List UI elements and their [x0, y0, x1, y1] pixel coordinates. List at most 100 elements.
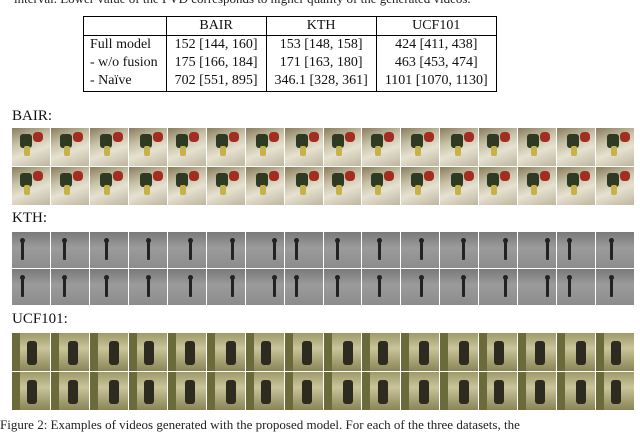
table-header-row: BAIR KTH UCF101 — [83, 16, 497, 36]
video-frame — [284, 232, 323, 268]
video-frame — [518, 232, 557, 268]
video-frame — [479, 372, 518, 410]
cell-bair: 702 [551, 895] — [166, 72, 267, 92]
caption-top: interval. Lower value of the FVD corresp… — [14, 0, 634, 9]
video-frame — [518, 333, 557, 371]
video-frame — [245, 372, 284, 410]
video-frame — [167, 167, 206, 205]
cell-bair: 152 [144, 160] — [166, 35, 267, 54]
video-frame — [401, 333, 440, 371]
table-header-kth: KTH — [266, 16, 377, 36]
video-frame — [323, 333, 362, 371]
video-frame — [128, 372, 167, 410]
video-frame — [479, 333, 518, 371]
video-frame — [284, 167, 323, 205]
video-frame — [596, 232, 634, 268]
video-frame — [557, 128, 596, 166]
video-frame — [401, 232, 440, 268]
video-frame — [596, 269, 634, 305]
video-frame — [596, 372, 634, 410]
video-frame — [284, 333, 323, 371]
figure-caption: Figure 2: Examples of videos generated w… — [0, 417, 520, 432]
video-frame — [362, 372, 401, 410]
video-frame — [596, 128, 634, 166]
video-frame — [245, 232, 284, 268]
video-frame — [128, 232, 167, 268]
video-frame — [50, 128, 89, 166]
video-frame — [50, 269, 89, 305]
video-frame — [128, 269, 167, 305]
table-row: - w/o fusion 175 [166, 184] 171 [163, 18… — [83, 54, 497, 72]
video-frame — [128, 167, 167, 205]
video-frame — [362, 269, 401, 305]
video-frame — [323, 232, 362, 268]
table-row: - Naïve 702 [551, 895] 346.1 [328, 361] … — [83, 72, 497, 92]
video-frame — [518, 269, 557, 305]
video-frame — [167, 372, 206, 410]
bair-frames-strip — [12, 128, 634, 205]
video-frame — [12, 333, 50, 371]
video-frame — [362, 333, 401, 371]
video-frame — [89, 232, 128, 268]
video-frame — [362, 232, 401, 268]
video-frame — [557, 269, 596, 305]
video-frame — [323, 372, 362, 410]
table-header-ucf101: UCF101 — [376, 16, 497, 36]
ucf101-frames-strip — [12, 333, 634, 410]
video-frame — [401, 372, 440, 410]
video-frame — [323, 269, 362, 305]
table-header-bair: BAIR — [166, 16, 267, 36]
video-frame — [167, 232, 206, 268]
video-frame — [167, 128, 206, 166]
video-frame — [557, 232, 596, 268]
cell-kth: 171 [163, 180] — [266, 54, 377, 72]
cell-bair: 175 [166, 184] — [166, 54, 267, 72]
video-frame — [12, 128, 50, 166]
video-frame — [206, 269, 245, 305]
video-frame — [12, 167, 50, 205]
cell-ucf101: 1101 [1070, 1130] — [384, 73, 488, 88]
section-label-kth: KTH: — [12, 210, 47, 226]
video-frame — [206, 128, 245, 166]
video-frame — [12, 232, 50, 268]
kth-frames-strip — [12, 232, 634, 305]
video-frame — [284, 269, 323, 305]
video-frame — [401, 128, 440, 166]
video-frame — [596, 333, 634, 371]
video-frame — [12, 372, 50, 410]
video-frame — [440, 232, 479, 268]
video-frame — [245, 333, 284, 371]
video-frame — [518, 372, 557, 410]
frame-row — [12, 372, 634, 410]
video-frame — [479, 269, 518, 305]
video-frame — [323, 128, 362, 166]
frame-row — [12, 333, 634, 371]
video-frame — [557, 333, 596, 371]
video-frame — [362, 167, 401, 205]
section-label-bair: BAIR: — [12, 108, 53, 124]
section-label-ucf101: UCF101: — [12, 311, 68, 327]
cell-ucf101: 424 [411, 438] — [395, 37, 478, 52]
row-label: - Naïve — [83, 72, 167, 92]
video-frame — [89, 128, 128, 166]
video-frame — [89, 372, 128, 410]
video-frame — [518, 167, 557, 205]
video-frame — [518, 128, 557, 166]
video-frame — [284, 128, 323, 166]
video-frame — [167, 269, 206, 305]
video-frame — [401, 167, 440, 205]
video-frame — [245, 167, 284, 205]
table-header-corner — [83, 16, 167, 36]
video-frame — [50, 372, 89, 410]
video-frame — [557, 167, 596, 205]
video-frame — [440, 128, 479, 166]
video-frame — [440, 372, 479, 410]
video-frame — [128, 333, 167, 371]
video-frame — [440, 333, 479, 371]
video-frame — [128, 128, 167, 166]
video-frame — [245, 269, 284, 305]
frame-row — [12, 232, 634, 268]
frame-row — [12, 128, 634, 166]
video-frame — [323, 167, 362, 205]
video-frame — [479, 232, 518, 268]
